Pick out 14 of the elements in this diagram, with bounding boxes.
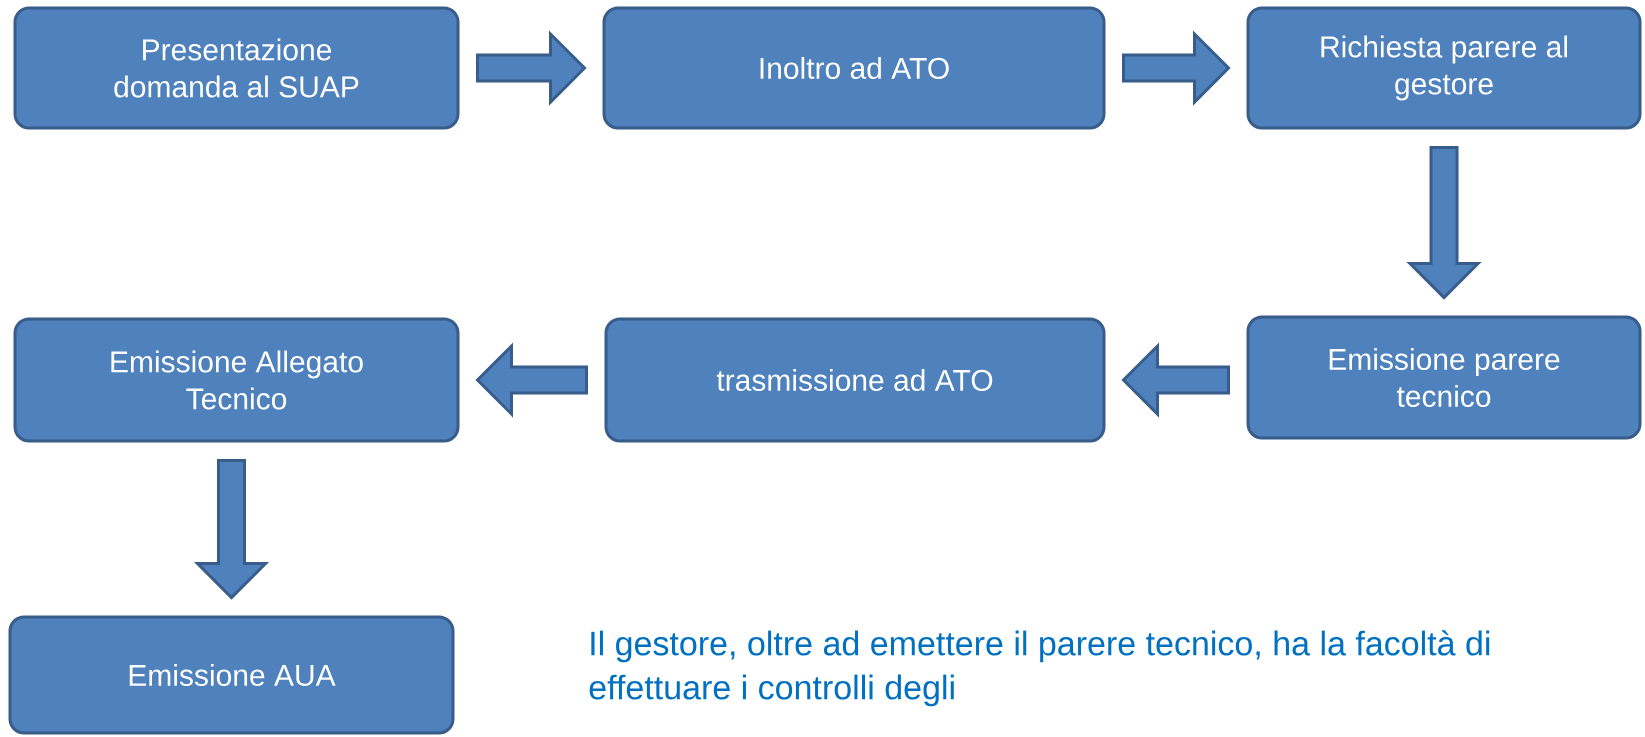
process-box: Emissione AUA (8, 615, 455, 735)
process-box: Emissione parere tecnico (1246, 315, 1642, 440)
process-box: trasmissione ad ATO (604, 317, 1106, 443)
process-box: Richiesta parere al gestore (1246, 6, 1642, 130)
note-text: Il gestore, oltre ad emettere il parere tecnico, ha la facoltà di effettuare i controlli degli (589, 630, 1490, 707)
block-arrow (1122, 30, 1231, 106)
process-box: Emissione Allegato Tecnico (13, 317, 460, 443)
block-arrow (475, 342, 588, 418)
block-arrow (476, 30, 587, 106)
process-box: Presentazione domanda al SUAP (13, 6, 460, 130)
block-arrow (193, 459, 270, 600)
block-arrow (1406, 146, 1482, 300)
process-box: Inoltro ad ATO (602, 6, 1106, 130)
block-arrow (1121, 342, 1230, 418)
